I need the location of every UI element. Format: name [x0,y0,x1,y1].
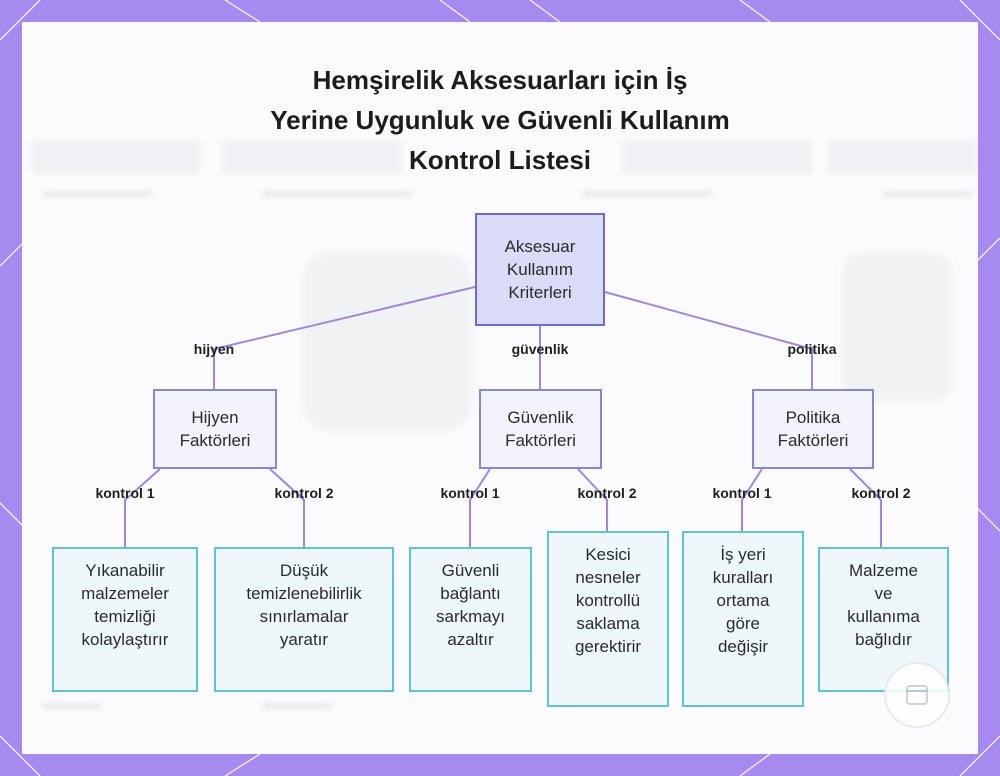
leaf-dusuk-temizlenebilirlik: Düşük temizlenebilirlik sınırlamalar yar… [214,547,394,692]
leaf-line: sarkmayı [436,605,505,628]
edge-label-guvenlik-kontrol-1: kontrol 1 [440,485,499,501]
edge-root-hijyen [214,287,475,389]
leaf-line: bağlıdır [847,628,920,651]
node-line: Politika [778,406,849,429]
root-line: Kriterleri [505,281,576,304]
leaf-line: Güvenli [436,559,505,582]
corner-badge [884,662,950,728]
edge-hijyen-k2 [270,469,304,547]
leaf-line: ortama [713,589,773,612]
edge-label-politika-kontrol-1: kontrol 1 [712,485,771,501]
leaf-line: kolaylaştırır [81,628,169,651]
edge-label-hijyen-kontrol-2: kontrol 2 [274,485,333,501]
edge-politika-k2 [850,469,881,547]
leaf-line: saklama [575,612,641,635]
leaf-line: sınırlamalar [246,605,361,628]
leaf-line: azaltır [436,628,505,651]
root-node: Aksesuar Kullanım Kriterleri [475,213,605,326]
leaf-line: Malzeme [847,559,920,582]
node-line: Hijyen [180,406,251,429]
leaf-line: yaratır [246,628,361,651]
node-line: Güvenlik [505,406,576,429]
leaf-line: temizlenebilirlik [246,582,361,605]
window-icon [902,680,932,710]
leaf-line: göre [713,612,773,635]
leaf-guvenli-baglanti: Güvenli bağlantı sarkmayı azaltır [409,547,532,692]
edge-guvenlik-k1 [470,469,490,547]
node-line: Faktörleri [180,429,251,452]
leaf-line: kullanıma [847,605,920,628]
leaf-line: kuralları [713,566,773,589]
root-line: Aksesuar [505,235,576,258]
edge-label-hijyen: hijyen [194,341,234,357]
edge-label-politika-kontrol-2: kontrol 2 [851,485,910,501]
title-line-3: Kontrol Listesi [200,140,800,180]
leaf-line: malzemeler [81,582,169,605]
leaf-yikanabilir: Yıkanabilir malzemeler temizliği kolayla… [52,547,198,692]
leaf-line: gerektirir [575,635,641,658]
leaf-line: Düşük [246,559,361,582]
leaf-line: bağlantı [436,582,505,605]
leaf-is-yeri-kurallari: İş yeri kuralları ortama göre değişir [682,531,804,707]
node-line: Faktörleri [505,429,576,452]
leaf-line: nesneler [575,566,641,589]
leaf-line: Yıkanabilir [81,559,169,582]
edge-label-politika: politika [787,341,836,357]
title-line-2: Yerine Uygunluk ve Güvenli Kullanım [200,100,800,140]
node-line: Faktörleri [778,429,849,452]
leaf-kesici-nesneler: Kesici nesneler kontrollü saklama gerekt… [547,531,669,707]
edge-label-guvenlik: güvenlik [512,341,569,357]
root-line: Kullanım [505,258,576,281]
leaf-line: temizliği [81,605,169,628]
page-title: Hemşirelik Aksesuarları için İş Yerine U… [200,60,800,180]
edge-label-hijyen-kontrol-1: kontrol 1 [95,485,154,501]
hijyen-factors-node: Hijyen Faktörleri [153,389,277,469]
edge-root-politika [605,292,812,389]
leaf-line: Kesici [575,543,641,566]
guvenlik-factors-node: Güvenlik Faktörleri [479,389,602,469]
edge-hijyen-k1 [125,469,160,547]
leaf-line: kontrollü [575,589,641,612]
leaf-line: İş yeri [713,543,773,566]
edge-label-guvenlik-kontrol-2: kontrol 2 [577,485,636,501]
leaf-line: değişir [713,635,773,658]
title-line-1: Hemşirelik Aksesuarları için İş [200,60,800,100]
leaf-line: ve [847,582,920,605]
politika-factors-node: Politika Faktörleri [752,389,874,469]
